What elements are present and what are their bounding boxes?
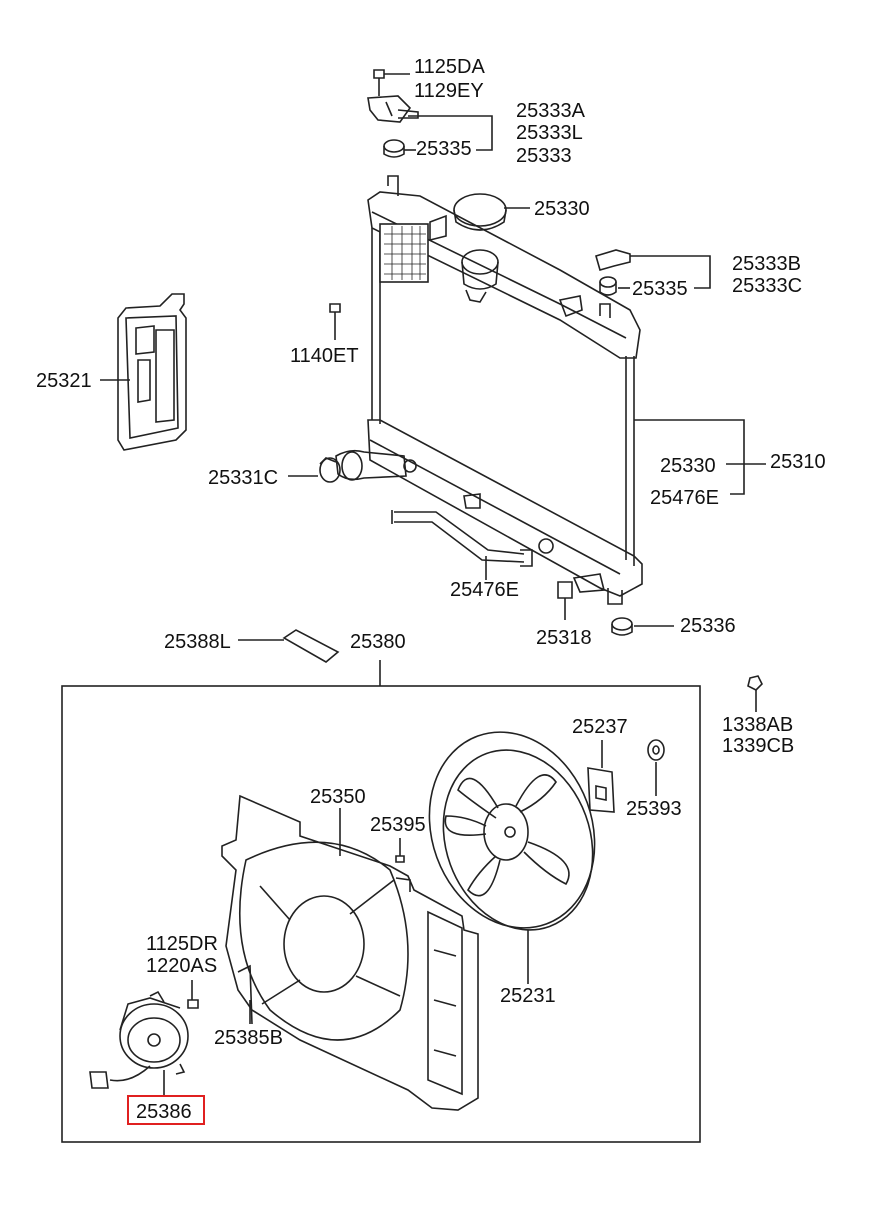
top-bolt-bracket [367,69,419,158]
label-1125dr: 1125DR [146,933,218,955]
label-25336: 25336 [680,615,736,637]
label-25350: 25350 [310,786,366,808]
nut [747,675,763,691]
drain-plug [557,581,573,599]
fan-shroud [221,794,479,1111]
highlight-box [127,1095,205,1125]
washer [647,739,665,761]
label-25237: 25237 [572,716,628,738]
label-1338ab: 1338AB [722,714,793,736]
label-1220as: 1220AS [146,955,217,977]
label-25331c: 25331C [208,467,278,489]
label-25393: 25393 [626,798,682,820]
label-25333a: 25333A [516,100,586,122]
label-1140et: 1140ET [290,345,359,367]
fan-blade [428,731,596,931]
right-bracket [595,249,631,296]
label-25231: 25231 [500,985,556,1007]
label-25333b: 25333B [732,253,801,275]
label-25476e-hose: 25476E [450,579,519,601]
label-25380: 25380 [350,631,406,653]
lower-hose [391,510,533,567]
fan-motor [89,990,189,1089]
radiator-cap [453,193,507,231]
label-25335-top: 25335 [416,138,472,160]
label-25330-mid: 25330 [660,455,716,477]
label-25310: 25310 [770,451,826,473]
label-25333c: 25333C [732,275,802,297]
label-tag [282,629,340,663]
label-1339cb: 1339CB [722,735,794,757]
radiator [335,175,643,605]
hose-clamp [319,457,341,483]
screw-25395 [395,838,405,863]
label-1129ey: 1129EY [414,80,484,102]
fan-assembly-frame [61,685,701,1143]
clip-25237 [587,767,615,813]
label-25385b: 25385B [214,1027,283,1049]
bolt-1125dr [187,980,199,1009]
side-panel [117,293,187,451]
label-25335-right: 25335 [632,278,688,300]
label-25386: 25386 [136,1101,192,1123]
label-25333l: 25333L [516,122,583,144]
label-25395: 25395 [370,814,426,836]
label-25333: 25333 [516,145,572,167]
radiator-core-grid [384,226,426,280]
bolt-1140et [329,303,341,340]
label-25476e-mid: 25476E [650,487,719,509]
label-25330-cap: 25330 [534,198,590,220]
filler-neck [461,249,499,303]
label-25321: 25321 [36,370,92,392]
label-1125da: 1125DA [414,56,485,78]
label-25388l: 25388L [164,631,231,653]
label-25318: 25318 [536,627,592,649]
grommet-25336 [611,617,633,636]
